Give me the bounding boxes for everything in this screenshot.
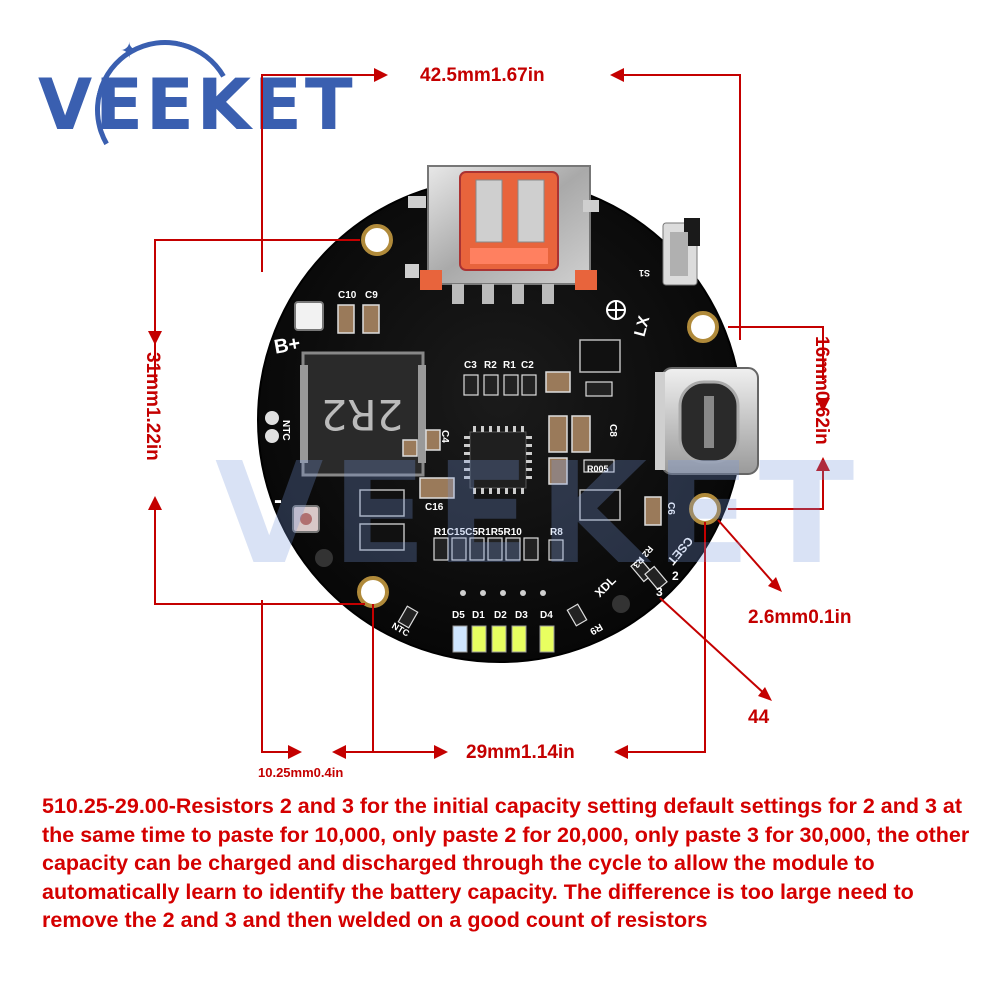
label-c8: C8: [607, 424, 618, 437]
dim-hole-diameter: 2.6mm0.1in: [748, 607, 852, 628]
label-r1: R1: [503, 360, 516, 371]
label-r005: R005: [587, 464, 609, 474]
label-c2: C2: [521, 360, 534, 371]
led-labels: D5 D1 D2 D3 D4: [452, 610, 553, 621]
led-label-d3: D3: [515, 610, 528, 621]
brand-logo: VEEKET: [38, 64, 356, 146]
ntc-pad: [265, 411, 279, 425]
led-label-d5: D5: [452, 610, 465, 621]
label-c6: C6: [665, 502, 676, 515]
label-ntc-left: NTC: [280, 420, 291, 441]
dim-pad-count: 44: [748, 707, 770, 728]
label-three: 3: [656, 585, 663, 599]
label-bplus: B+: [272, 333, 302, 359]
ic-chip: [464, 426, 532, 494]
label-resistor-row: R1C15C5R1R5R10: [434, 527, 522, 538]
product-diagram: ✦ VEEKET: [38, 24, 863, 780]
label-lx: LX: [632, 314, 654, 338]
label-minus: -: [274, 487, 282, 514]
dim-left-height: 31mm1.22in: [142, 352, 163, 461]
label-c4: C4: [439, 430, 450, 443]
dim-bottom-offset: 10.25mm0.4in: [258, 765, 344, 780]
inductor-label: 2R2: [321, 390, 404, 439]
bplus-pad: [294, 301, 324, 331]
led-row: [452, 625, 555, 653]
usb-type-c-port: [655, 367, 759, 475]
round-pad: [612, 595, 630, 613]
label-c9: C9: [365, 290, 378, 301]
led-label-d1: D1: [472, 610, 485, 621]
led-label-d2: D2: [494, 610, 507, 621]
dim-right-height: 16mm0.62in: [811, 336, 832, 445]
led-label-d4: D4: [540, 610, 553, 621]
watermark: VEEKET: [215, 433, 863, 596]
description-text: 510.25-29.00-Resistors 2 and 3 for the i…: [42, 794, 970, 932]
usb-a-port: [420, 165, 597, 304]
test-pads: [460, 590, 546, 596]
label-two: 2: [672, 569, 679, 583]
ntc-pad: [265, 429, 279, 443]
label-r8: R8: [550, 527, 563, 538]
slide-switch: [662, 218, 700, 286]
label-r2: R2: [484, 360, 497, 371]
label-c3: C3: [464, 360, 477, 371]
mosfet-chips: [359, 339, 621, 551]
pcb-board-drawing: 2 R2: [148, 68, 830, 759]
dimension-arrows: [148, 68, 830, 759]
dim-top-width: 42.5mm1.67in: [420, 65, 545, 86]
round-pad: [315, 549, 333, 567]
label-c16: C16: [425, 502, 444, 513]
logo-star-icon: ✦: [120, 38, 139, 63]
dim-bottom-span: 29mm1.14in: [466, 742, 575, 763]
label-s1: S1: [639, 268, 650, 278]
label-c10: C10: [338, 290, 357, 301]
